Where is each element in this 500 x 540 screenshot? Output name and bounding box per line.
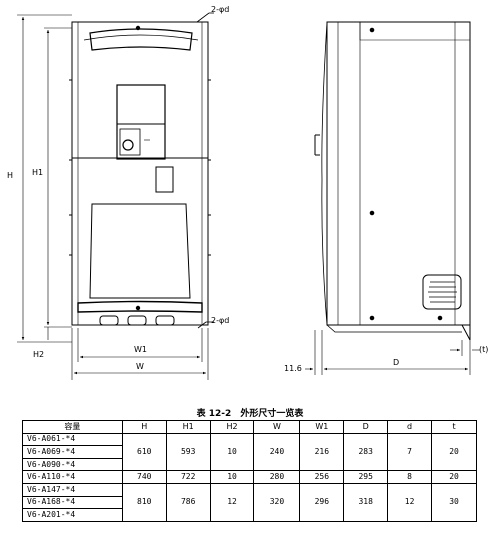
label-plate <box>155 166 174 193</box>
col-header: H1 <box>165 420 211 434</box>
lower-cover <box>89 203 191 299</box>
cell-H: 610 <box>121 432 167 472</box>
model-cell: V6-A110-*4 <box>22 470 123 484</box>
dim-offset-label: 11.6 <box>284 364 302 373</box>
cell-H1: 722 <box>165 470 211 484</box>
cell-W1: 296 <box>299 482 345 522</box>
cell-W1: 216 <box>299 432 345 472</box>
model-cell: V6-A201-*4 <box>22 508 123 522</box>
model-cell: V6-A090-*4 <box>22 457 123 472</box>
cell-W: 240 <box>253 432 301 472</box>
cell-H: 740 <box>121 470 167 484</box>
model-cell: V6-A061-*4 <box>22 432 123 447</box>
col-header: 容量 <box>22 420 123 434</box>
cell-H1: 593 <box>165 432 211 472</box>
cell-D: 318 <box>343 482 389 522</box>
table-row: V6-A147-*4 810 786 12 320 296 318 12 30 <box>22 482 477 522</box>
table-title: 表 12-2 外形尺寸一览表 <box>0 406 500 419</box>
col-header: d <box>387 420 433 434</box>
fan-grille-icon <box>422 274 462 310</box>
hole-top-label: 2-φd <box>211 5 229 14</box>
dim-D-label: D <box>393 358 399 367</box>
col-header: W <box>253 420 301 434</box>
table-row: V6-A061-*4 610 593 10 240 216 283 7 20 <box>22 432 477 472</box>
cell-D: 295 <box>343 470 389 484</box>
table-row: V6-A201-*4 <box>22 508 477 522</box>
table-number: 表 12-2 <box>196 409 232 419</box>
cell-D: 283 <box>343 432 389 472</box>
cell-t: 30 <box>431 482 477 522</box>
table-row: V6-A110-*4 740 722 10 280 256 295 8 20 <box>22 470 477 484</box>
cell-d: 8 <box>387 470 433 484</box>
col-header: t <box>431 420 477 434</box>
keypad-panel <box>116 84 166 160</box>
hole-bottom-label: 2-φd <box>211 316 229 325</box>
cell-H1: 786 <box>165 482 211 522</box>
col-header: D <box>343 420 389 434</box>
col-header: H <box>121 420 167 434</box>
cell-t: 20 <box>431 470 477 484</box>
dimension-table: 容量 H H1 H2 W W1 D d t V6-A061-*4 610 593… <box>22 420 477 522</box>
cell-H2: 10 <box>209 470 255 484</box>
keypad-dial-icon <box>122 139 134 151</box>
top-cover <box>89 28 193 51</box>
model-cell: V6-A069-*4 <box>22 445 123 459</box>
dim-H1-label: H1 <box>32 168 43 177</box>
cell-H: 810 <box>121 482 167 522</box>
cell-W: 280 <box>253 470 301 484</box>
front-view <box>69 21 211 326</box>
dim-W1-label: W1 <box>134 345 147 354</box>
dim-t-label: (t) <box>479 345 488 354</box>
dim-H2-label: H2 <box>33 350 44 359</box>
bottom-cover <box>77 300 203 313</box>
cell-d: 7 <box>387 432 433 472</box>
mount-hole-bottom-icon <box>135 305 141 311</box>
table-title-text: 外形尺寸一览表 <box>240 409 304 419</box>
model-cell: V6-A168-*4 <box>22 495 123 510</box>
table-header-row: 容量 H H1 H2 W W1 D d t <box>22 420 477 434</box>
dim-H-label: H <box>7 171 13 180</box>
model-cell: V6-A147-*4 <box>22 482 123 497</box>
cell-W1: 256 <box>299 470 345 484</box>
cell-H2: 10 <box>209 432 255 472</box>
cell-H2: 12 <box>209 482 255 522</box>
dim-W-label: W <box>136 362 144 371</box>
front-body-outline <box>71 21 209 326</box>
mount-hole-top-icon <box>135 25 141 31</box>
side-body-outline <box>326 21 471 326</box>
dimension-drawing: 2-φd 2-φd H H1 H2 W1 W <box>7 5 488 380</box>
col-header: H2 <box>209 420 255 434</box>
cell-t: 20 <box>431 432 477 472</box>
side-view <box>314 21 471 341</box>
cell-d: 12 <box>387 482 433 522</box>
col-header: W1 <box>299 420 345 434</box>
cell-W: 320 <box>253 482 301 522</box>
